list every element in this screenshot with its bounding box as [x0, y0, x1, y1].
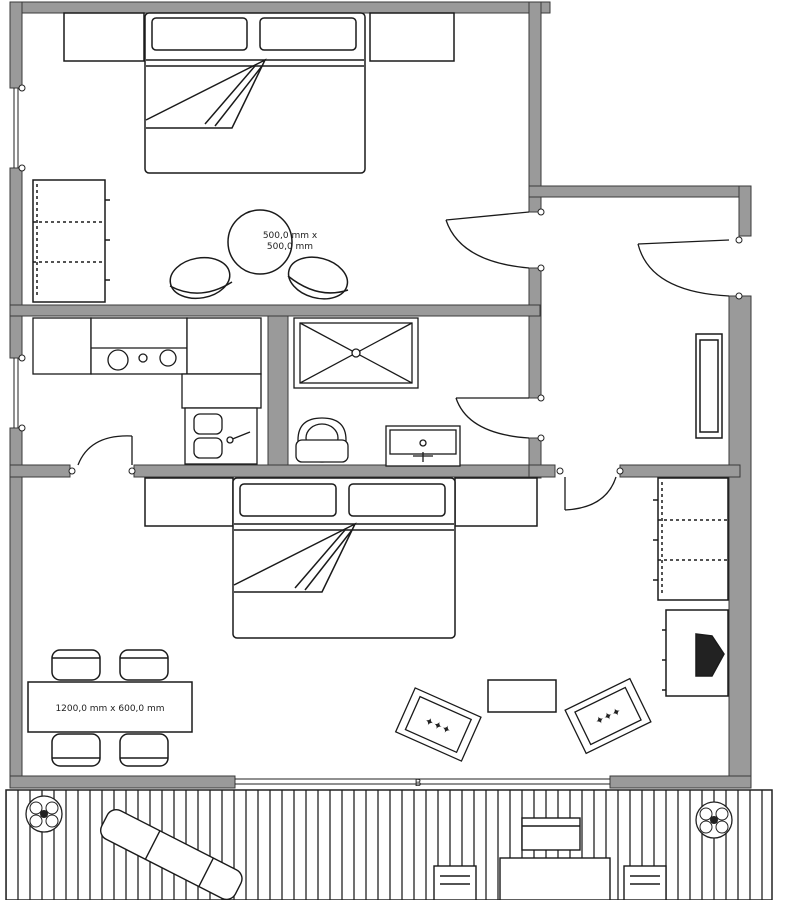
- deck-chair-icon: [433, 865, 477, 900]
- wardrobe-icon: [653, 477, 729, 601]
- round-table-label-2: 500,0 mm: [267, 242, 313, 252]
- cushion-icon: ✦✦✦: [564, 677, 652, 755]
- windows: [13, 84, 610, 785]
- sun-lounger-icon: [100, 809, 243, 900]
- round-table-label-1: 500,0 mm x: [263, 231, 318, 241]
- dining-table-label: 1200,0 mm x 600,0 mm: [55, 704, 164, 714]
- washbasin-icon: [385, 425, 461, 467]
- nightstand-icon: [369, 12, 455, 62]
- deck-chair-icon: [623, 865, 667, 900]
- kitchen: [32, 317, 262, 465]
- lower-bedroom: [144, 477, 729, 713]
- nightstand-icon: [63, 12, 145, 62]
- sink-icon: [184, 407, 258, 465]
- upper-bedroom: [32, 12, 455, 303]
- armchair-icon: [169, 256, 233, 300]
- dining-chair-icon: [119, 733, 169, 767]
- balcony-table-icon: [499, 817, 611, 900]
- walls: [9, 1, 752, 789]
- wardrobe-icon: [32, 179, 110, 303]
- stove-icon: [90, 317, 188, 375]
- armchair-icon: [287, 256, 349, 300]
- tv-icon: [662, 609, 729, 697]
- dining-chair-icon: [119, 649, 169, 681]
- dining-table-icon: [27, 681, 193, 733]
- double-bed-icon: [144, 12, 366, 174]
- plant-icon: [695, 801, 733, 839]
- side-table-icon: [487, 679, 557, 713]
- dining-chair-icon: [51, 649, 101, 681]
- balcony-marker: B: [415, 778, 422, 789]
- double-bed-icon: [232, 477, 456, 639]
- toilet-icon: [295, 417, 349, 463]
- cushion-icon: ✦✦✦: [394, 687, 482, 762]
- dining-chair-icon: [51, 733, 101, 767]
- shower-icon: [293, 317, 419, 389]
- radiator-icon: [695, 333, 723, 439]
- nightstand-icon: [144, 477, 234, 527]
- door-jambs: [68, 208, 743, 475]
- plant-icon: [25, 795, 63, 833]
- dining-area: [27, 649, 193, 767]
- nightstand-icon: [454, 477, 538, 527]
- door-swing-icon: [77, 211, 730, 511]
- round-table-icon: [227, 209, 293, 275]
- bathroom: [293, 317, 461, 467]
